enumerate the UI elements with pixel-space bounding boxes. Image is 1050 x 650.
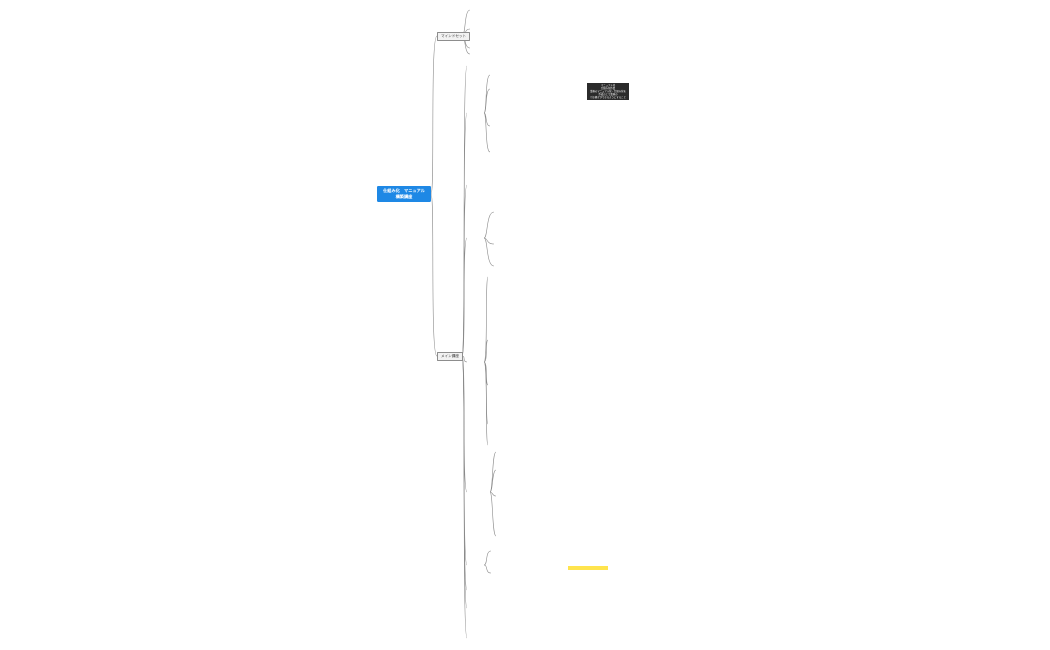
note-line4: 引き継ぎができるようにすること [590,96,626,99]
root-line1: 仕組み化 マニュアル [383,188,425,194]
note-callout: マニュアル化 仕組み化作業 業務のマニュアル化・仕組み化を作成の上で業務の 引き… [587,83,629,100]
note-line1: マニュアル化 [600,84,616,87]
root-line2: 構築講座 [395,193,413,199]
section-mindset[interactable]: マインドセット [437,32,471,42]
section-main-course-label: メイン講座 [441,354,459,359]
note-line3: 業務のマニュアル化・仕組み化を作成の上で業務の [590,90,626,96]
root-topic[interactable]: 仕組み化 マニュアル 構築講座 [377,186,431,202]
highlighted-topic[interactable] [568,566,608,570]
section-main-course[interactable]: メイン講座 [437,352,463,362]
section-mindset-label: マインドセット [441,34,467,39]
note-line2: 仕組み化作業 [600,87,616,90]
